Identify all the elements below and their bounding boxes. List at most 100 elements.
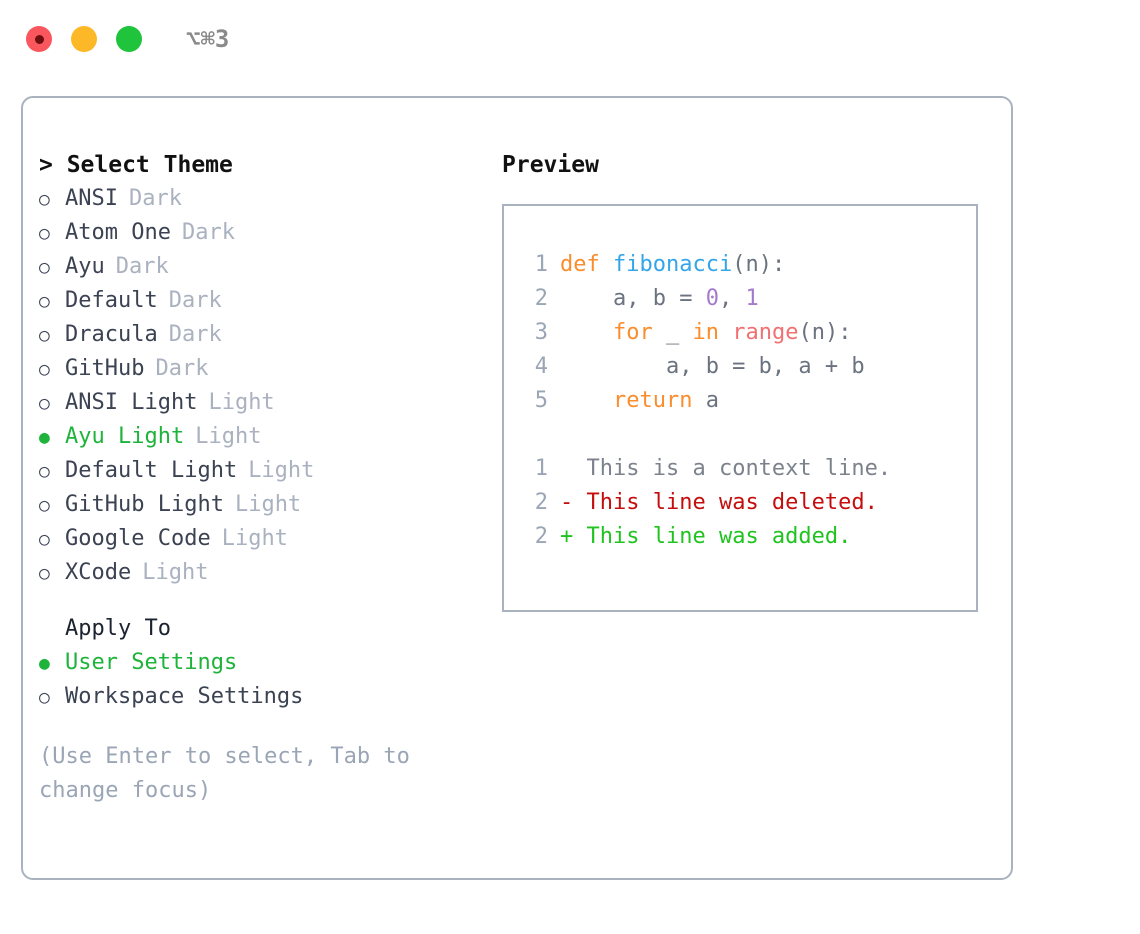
code-line-text: a, b = b, a + b (560, 350, 865, 384)
theme-list-item[interactable]: ● Ayu Light Light (39, 420, 479, 454)
diff-sample: 1 This is a context line. 2 - This line wa… (522, 452, 976, 554)
theme-name: Default Light (65, 458, 238, 483)
code-token-call: range (732, 320, 799, 345)
code-token-kw: return (612, 388, 693, 413)
preview-spacer (522, 418, 976, 452)
theme-list-item[interactable]: ○ Ayu Dark (39, 250, 479, 284)
diff-line: 2 + This line was added. (522, 520, 976, 554)
apply-to-heading: Apply To (65, 616, 171, 641)
code-token-plain: , (718, 286, 746, 311)
code-token-plain: a (692, 388, 719, 413)
diff-line-text: + This line was added. (560, 520, 851, 554)
theme-kind-badge: Dark (168, 288, 222, 313)
apply-to-label: User Settings (65, 650, 238, 675)
radio-unselected-icon: ○ (39, 563, 50, 584)
code-token-plain (560, 388, 613, 413)
radio-unselected-icon: ○ (39, 359, 50, 380)
theme-name: Atom One (65, 220, 171, 245)
diff-line: 2 - This line was deleted. (522, 486, 976, 520)
select-theme-heading: > Select Theme (39, 152, 233, 178)
line-number: 2 (534, 524, 548, 549)
theme-name: GitHub (65, 356, 145, 381)
theme-name: Default (65, 288, 158, 313)
theme-name: Ayu Light (65, 424, 185, 449)
theme-kind-badge: Light (208, 390, 275, 415)
theme-kind-badge: Light (195, 424, 262, 449)
line-number: 1 (534, 252, 548, 277)
line-number: 3 (534, 320, 548, 345)
radio-unselected-icon: ○ (39, 257, 50, 278)
preview-heading: Preview (502, 152, 599, 178)
radio-unselected-icon: ○ (39, 325, 50, 346)
maximize-button[interactable] (116, 26, 142, 52)
line-number: 5 (534, 388, 548, 413)
theme-kind-badge: Light (142, 560, 209, 585)
radio-unselected-icon: ○ (39, 223, 50, 244)
theme-name: XCode (65, 560, 132, 585)
diff-line: 1 This is a context line. (522, 452, 976, 486)
diff-marker (560, 456, 587, 481)
code-token-num: 1 (745, 286, 759, 311)
apply-to-option[interactable]: ○Workspace Settings (39, 680, 479, 714)
code-token-plain (560, 320, 613, 345)
radio-selected-icon: ● (39, 653, 50, 674)
code-line: 1 def fibonacci(n): (522, 248, 976, 282)
code-line-text: def fibonacci(n): (560, 248, 785, 282)
code-line: 3 for _ in range(n): (522, 316, 976, 350)
code-line: 2 a, b = 0, 1 (522, 282, 976, 316)
diff-marker: - (560, 490, 587, 515)
diff-line-text: This is a context line. (560, 452, 892, 486)
radio-unselected-icon: ○ (39, 291, 50, 312)
theme-kind-badge: Dark (128, 186, 182, 211)
code-token-plain: (n): (732, 252, 786, 277)
minimize-button[interactable] (71, 26, 97, 52)
code-token-plain: a, b = b, a + b (560, 354, 865, 379)
theme-kind-badge: Dark (155, 356, 209, 381)
theme-list-item[interactable]: ○ GitHub Dark (39, 352, 479, 386)
code-token-kw: in (692, 320, 719, 345)
code-token-kw: def (560, 252, 613, 277)
window-controls (26, 26, 142, 52)
code-line: 4 a, b = b, a + b (522, 350, 976, 384)
code-token-kw: for (612, 320, 653, 345)
keyboard-shortcut-label: ⌥⌘3 (186, 25, 230, 53)
diff-line-text: - This line was deleted. (560, 486, 878, 520)
code-token-fn: fibonacci (612, 252, 733, 277)
theme-list-item[interactable]: ○ Default Dark (39, 284, 479, 318)
theme-name: Dracula (65, 322, 158, 347)
theme-kind-badge: Light (221, 526, 288, 551)
theme-name: ANSI Light (65, 390, 198, 415)
code-token-num: 0 (705, 286, 719, 311)
radio-unselected-icon: ○ (39, 687, 50, 708)
code-token-plain (719, 320, 732, 345)
code-line-text: a, b = 0, 1 (560, 282, 759, 316)
code-line-text: return a (560, 384, 719, 418)
line-number: 4 (534, 354, 548, 379)
code-token-plain: a, b = (560, 286, 706, 311)
radio-selected-icon: ● (39, 427, 50, 448)
theme-list-item[interactable]: ○ XCode Light (39, 556, 479, 590)
code-line-text: for _ in range(n): (560, 316, 851, 350)
apply-to-option[interactable]: ● User Settings (39, 646, 479, 680)
title-bar: ⌥⌘3 (0, 0, 1140, 78)
line-number: 2 (534, 490, 548, 515)
theme-name: Ayu (65, 254, 105, 279)
radio-unselected-icon: ○ (39, 189, 50, 210)
radio-unselected-icon: ○ (39, 495, 50, 516)
close-button[interactable] (26, 26, 52, 52)
diff-marker: + (560, 524, 587, 549)
theme-kind-badge: Dark (115, 254, 169, 279)
